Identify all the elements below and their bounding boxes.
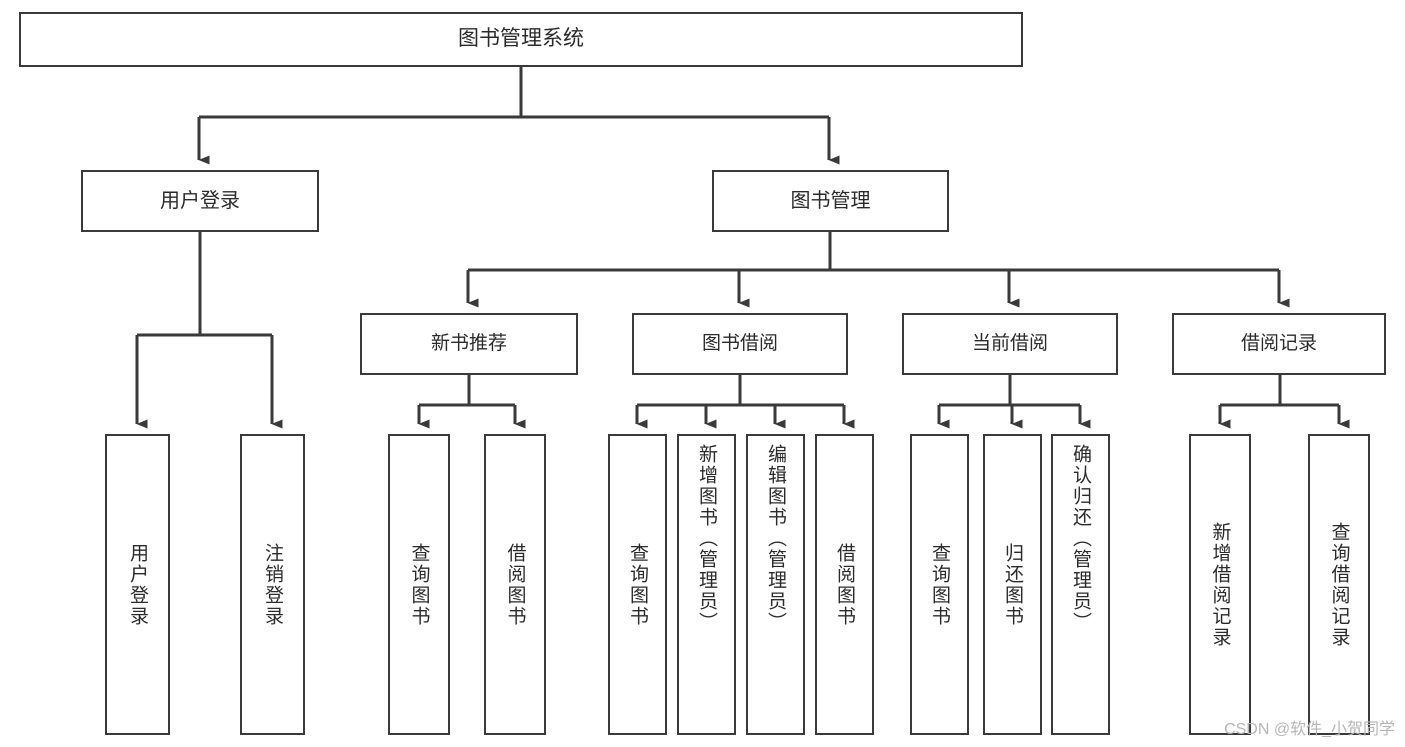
node-leaf-query-record[interactable]: 查询借阅记录 (1308, 434, 1370, 735)
node-leaf-confirm-return[interactable]: 确认归还（管理员） (1051, 434, 1110, 735)
node-borrow-record[interactable]: 借阅记录 (1172, 313, 1386, 375)
node-label: 借阅图书 (834, 542, 855, 627)
edge-currentborrow-to-leaves (937, 375, 1091, 429)
node-label: 查询借阅记录 (1328, 521, 1350, 648)
node-label: 图书管理 (790, 189, 871, 212)
edge-bookborrow-to-leaves (635, 375, 855, 429)
node-label: 用户登录 (127, 542, 148, 627)
node-leaf-add-record[interactable]: 新增借阅记录 (1189, 434, 1251, 735)
node-leaf-add-book[interactable]: 新增图书（管理员） (677, 434, 736, 735)
node-label: 确认归还（管理员） (1070, 444, 1091, 633)
node-new-book-rec[interactable]: 新书推荐 (360, 313, 578, 375)
node-label: 注销登录 (262, 542, 283, 627)
node-user-login[interactable]: 用户登录 (81, 170, 319, 232)
node-leaf-user-login[interactable]: 用户登录 (105, 434, 170, 735)
edge-borrowrecord-to-leaves (1218, 375, 1350, 429)
node-leaf-return-book[interactable]: 归还图书 (983, 434, 1042, 735)
node-leaf-query-book-1[interactable]: 查询图书 (388, 434, 450, 735)
node-label: 归还图书 (1002, 542, 1023, 627)
node-label: 新书推荐 (430, 333, 507, 355)
node-leaf-borrow-book-1[interactable]: 借阅图书 (484, 434, 546, 735)
node-leaf-query-book-3[interactable]: 查询图书 (910, 434, 969, 735)
edge-userlogin-to-leaves (135, 232, 283, 429)
node-label: 当前借阅 (971, 333, 1048, 355)
node-leaf-user-logout[interactable]: 注销登录 (240, 434, 305, 735)
node-leaf-borrow-book-2[interactable]: 借阅图书 (815, 434, 874, 735)
node-label: 图书借阅 (701, 333, 778, 355)
edge-bookmanage-to-level2 (466, 232, 1290, 308)
node-leaf-query-book-2[interactable]: 查询图书 (608, 434, 667, 735)
node-label: 用户登录 (160, 189, 240, 212)
node-label: 查询图书 (627, 542, 648, 627)
node-label: 查询图书 (929, 542, 950, 627)
node-current-borrow[interactable]: 当前借阅 (902, 313, 1118, 375)
node-root-system[interactable]: 图书管理系统 (19, 12, 1023, 67)
node-label: 图书管理系统 (458, 27, 584, 51)
csdn-watermark: CSDN @软件_小贺同学 (1224, 721, 1395, 738)
node-label: 编辑图书（管理员） (765, 444, 786, 633)
node-label: 新增借阅记录 (1209, 521, 1231, 648)
node-leaf-edit-book[interactable]: 编辑图书（管理员） (746, 434, 805, 735)
node-label: 新增图书（管理员） (696, 444, 717, 633)
node-label: 查询图书 (408, 542, 430, 627)
edge-newbookrec-to-leaves (417, 375, 526, 429)
node-book-manage[interactable]: 图书管理 (712, 170, 949, 232)
node-book-borrow[interactable]: 图书借阅 (632, 313, 848, 375)
edge-root-to-level1 (197, 67, 840, 165)
node-label: 借阅记录 (1240, 333, 1317, 355)
node-label: 借阅图书 (504, 542, 526, 627)
